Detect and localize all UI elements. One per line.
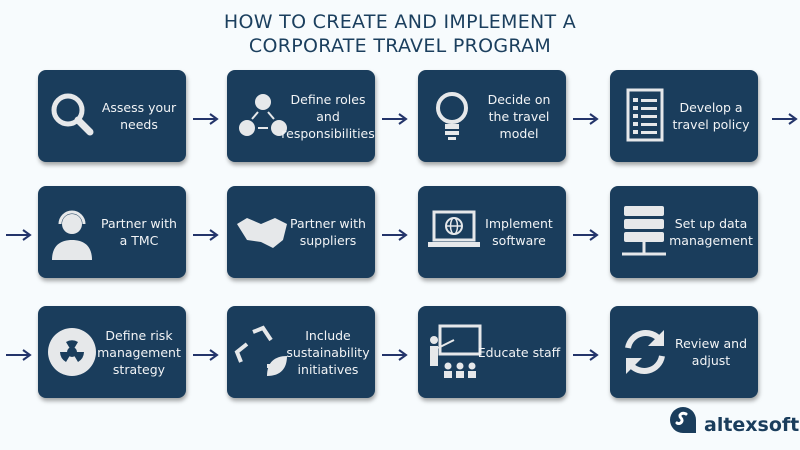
teacher-board-icon xyxy=(430,324,482,378)
arrow-icon xyxy=(573,110,599,125)
arrow-icon xyxy=(6,226,32,241)
arrow-icon xyxy=(6,346,32,361)
arrow-icon xyxy=(772,110,798,125)
checklist-icon xyxy=(626,88,664,142)
step-label: Set up data management xyxy=(669,216,753,248)
arrow-icon xyxy=(573,346,599,361)
recycle-leaf-icon xyxy=(234,325,287,376)
arrow-icon xyxy=(382,226,408,241)
server-icon xyxy=(622,206,666,256)
arrow-icon xyxy=(382,346,408,361)
headset-agent-icon xyxy=(52,210,92,260)
step-label: Review and adjust xyxy=(674,336,748,368)
step-box: Implement software xyxy=(418,186,566,278)
step-label: Partner with suppliers xyxy=(290,216,366,248)
step-box: Develop a travel policy xyxy=(610,70,758,162)
step-box: Review and adjust xyxy=(610,306,758,398)
arrow-icon xyxy=(573,226,599,241)
step-box: Define risk management strategy xyxy=(38,306,186,398)
handshake-icon xyxy=(237,218,287,248)
arrow-icon xyxy=(193,226,219,241)
radiation-icon xyxy=(48,328,96,376)
step-box: Include sustainability initiatives xyxy=(227,306,375,398)
step-label: Define roles and responsibilities xyxy=(281,91,375,141)
step-box: Assess your needs xyxy=(38,70,186,162)
page-title: HOW TO CREATE AND IMPLEMENT A CORPORATE … xyxy=(223,11,577,57)
step-box: Define roles and responsibilities xyxy=(227,70,375,162)
lightbulb-icon xyxy=(436,92,468,140)
step-label: Define risk management strategy xyxy=(97,327,181,377)
step-box: Decide on the travel model xyxy=(418,70,566,162)
arrow-icon xyxy=(193,110,219,125)
step-box: Partner with suppliers xyxy=(227,186,375,278)
step-box: Set up data management xyxy=(610,186,758,278)
step-label: Include sustainability initiatives xyxy=(286,327,370,377)
people-network-icon xyxy=(239,94,287,136)
logo-icon xyxy=(670,407,696,433)
step-box: Partner with a TMC xyxy=(38,186,186,278)
step-label: Implement software xyxy=(485,216,553,248)
laptop-globe-icon xyxy=(428,210,480,247)
step-label: Educate staff xyxy=(477,344,561,360)
step-box: Educate staff xyxy=(418,306,566,398)
magnifier-icon xyxy=(51,93,94,136)
step-label: Assess your needs xyxy=(101,100,177,132)
altexsoft-logo: altexsoft xyxy=(668,404,799,436)
refresh-icon xyxy=(625,330,665,374)
step-label: Partner with a TMC xyxy=(101,216,177,248)
arrow-icon xyxy=(382,110,408,125)
step-label: Develop a travel policy xyxy=(672,100,750,132)
step-label: Decide on the travel model xyxy=(487,91,551,141)
arrow-icon xyxy=(193,346,219,361)
